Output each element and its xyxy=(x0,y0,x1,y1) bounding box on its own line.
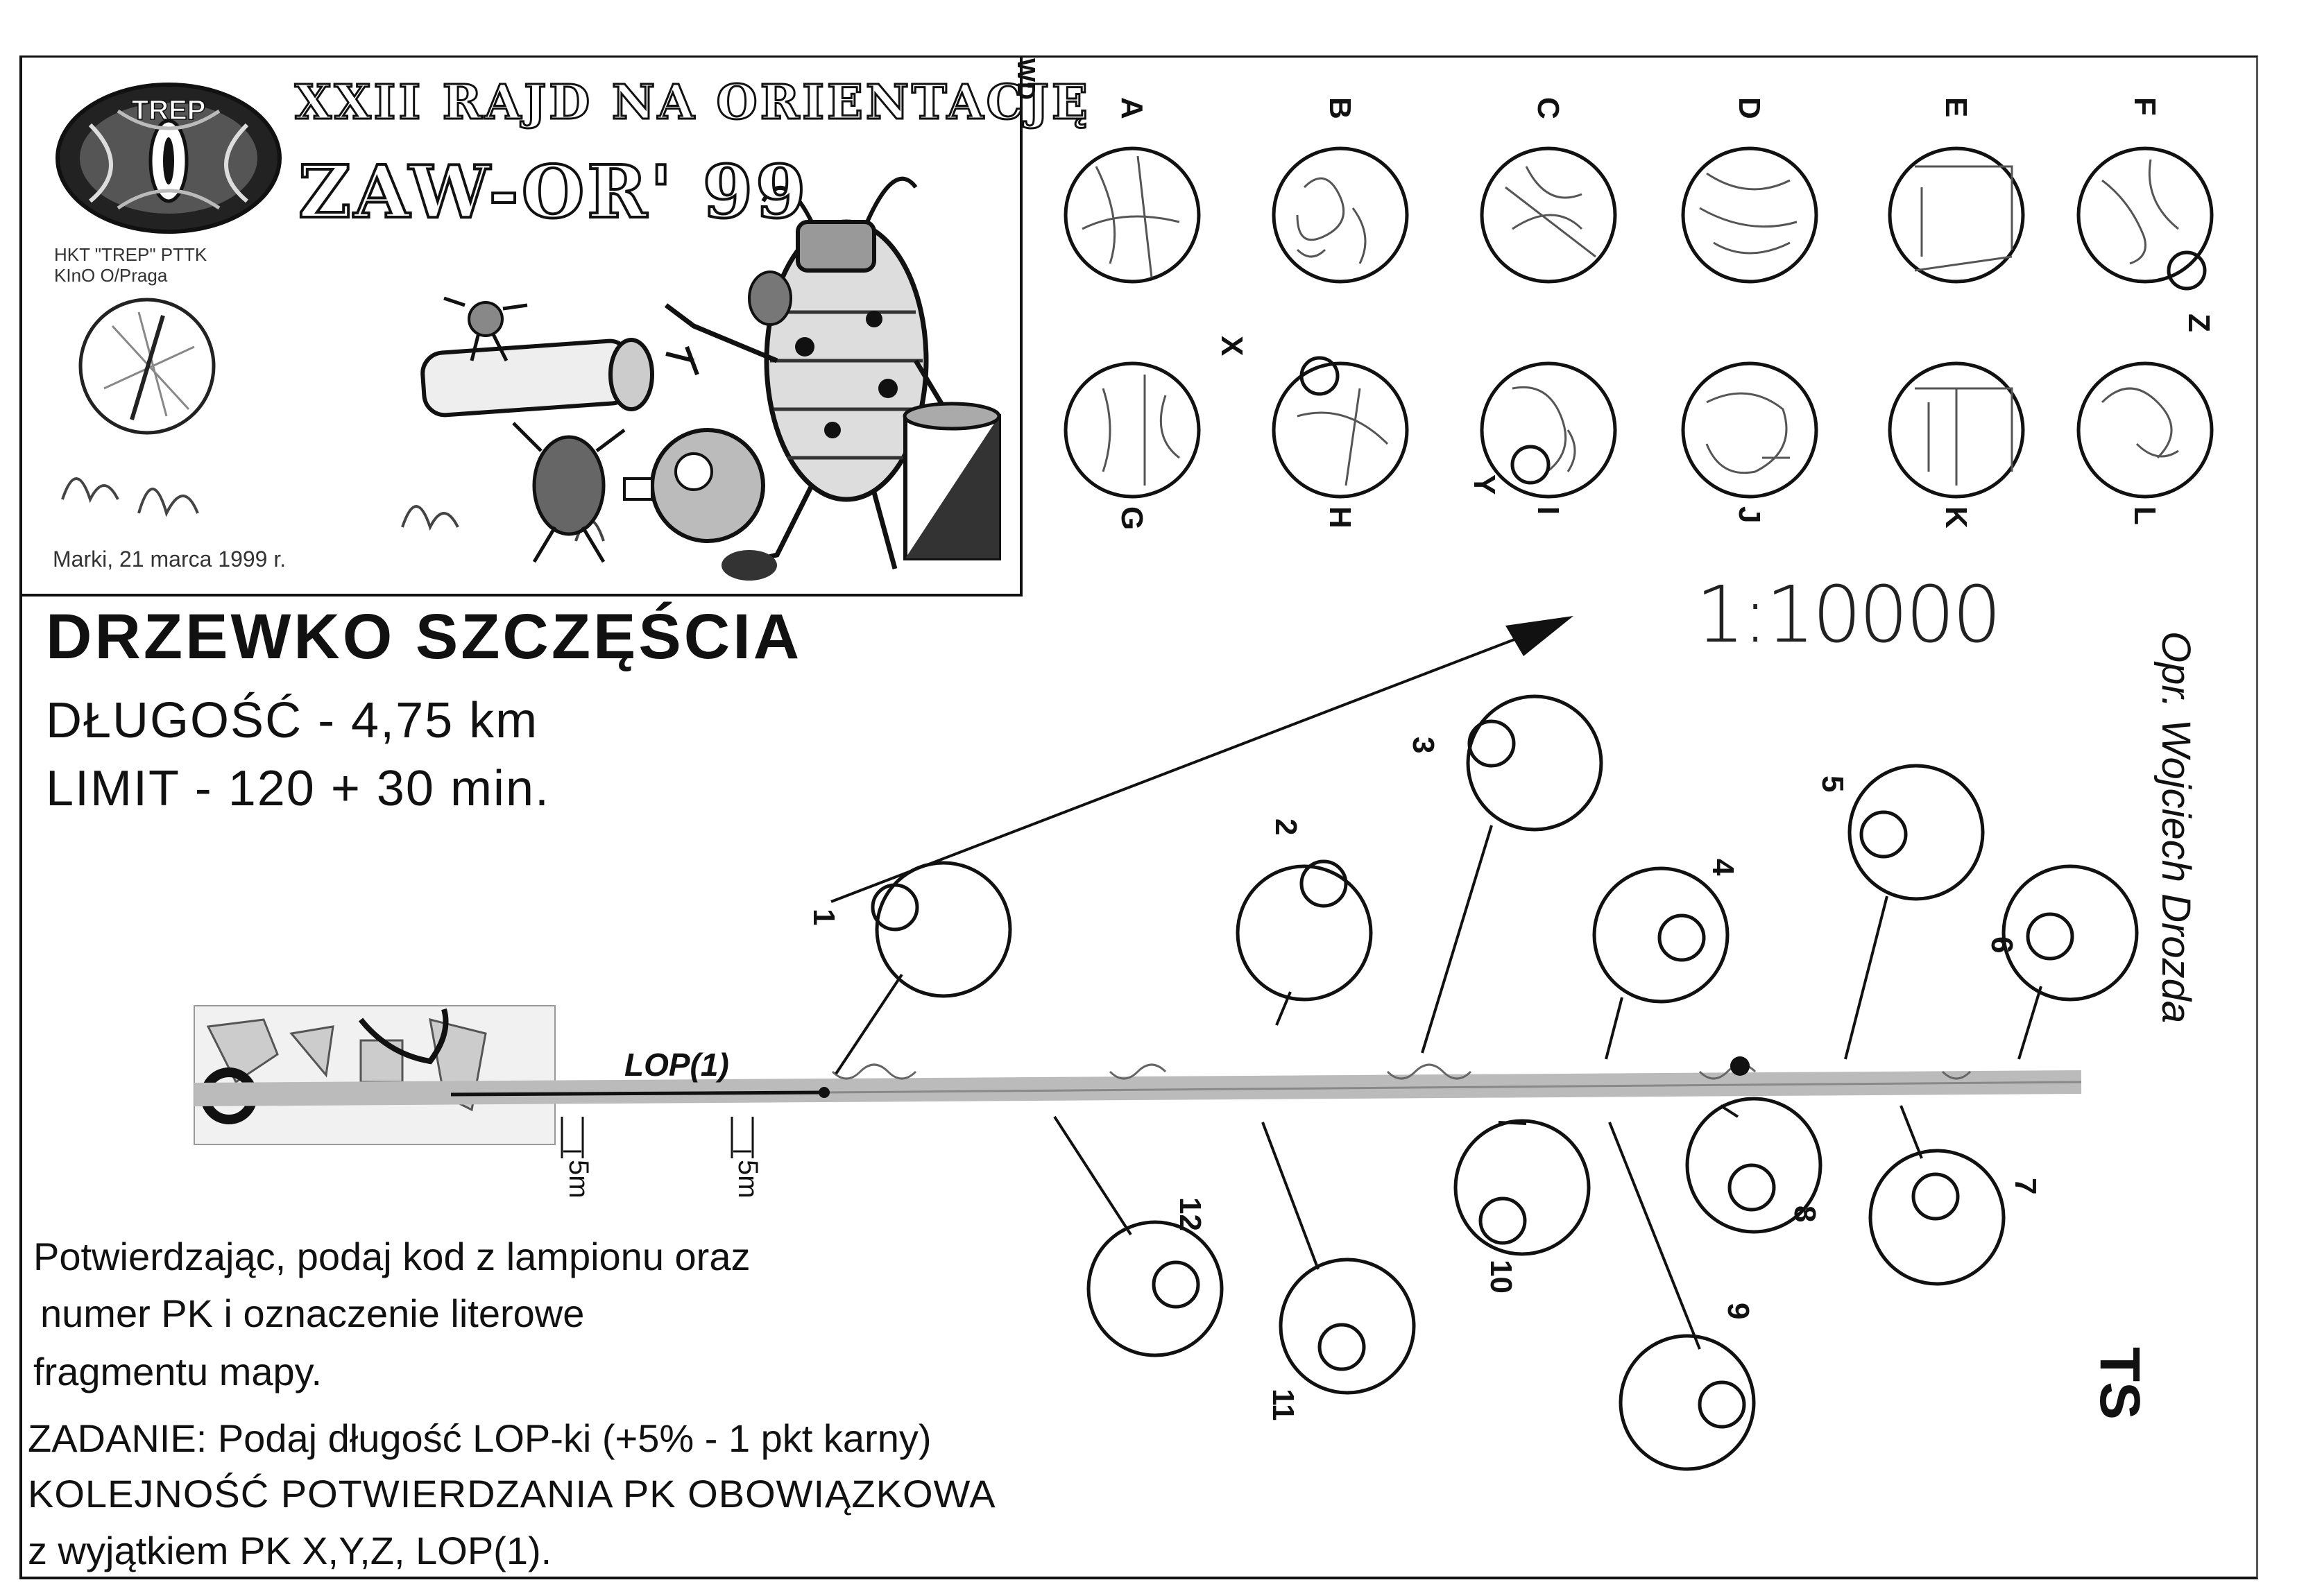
top-right-mark: WD xyxy=(1012,58,1041,100)
map-scale: 1:10000 xyxy=(1696,570,2001,660)
author-credit: Opr. Wojciech Drozda xyxy=(2153,631,2199,1024)
distance-mark-2: 5m xyxy=(733,1160,763,1199)
checkpoint-label-7: 7 xyxy=(2008,1178,2042,1195)
checkpoint-label-2: 2 xyxy=(1269,818,1303,836)
grass-decoration-icon xyxy=(61,477,605,542)
trep-badge-text: TREP xyxy=(132,95,206,126)
map-fragment-circles xyxy=(1064,146,2214,499)
fragment-label-j: J xyxy=(1732,506,1766,524)
checkpoint-label-6: 6 xyxy=(1985,936,2019,954)
order-line-2: z wyjątkiem PK X,Y,Z, LOP(1). xyxy=(28,1529,552,1572)
route-limit: LIMIT - 120 + 30 min. xyxy=(46,761,550,816)
checkpoint-label-1: 1 xyxy=(807,909,841,926)
checkpoint-label-12: 12 xyxy=(1173,1197,1207,1231)
fragment-label-d: D xyxy=(1732,97,1766,119)
fragment-label-c: C xyxy=(1531,97,1565,119)
checkpoint-label-9: 9 xyxy=(1721,1303,1755,1320)
north-arrow xyxy=(830,616,1573,903)
lop-label: LOP(1) xyxy=(624,1047,729,1083)
route-name: DRZEWKO SZCZĘŚCIA xyxy=(46,601,803,672)
event-title: XXII RAJD NA ORIENTACJĘ xyxy=(294,74,1091,132)
control-flag-icon xyxy=(903,402,1001,560)
checkpoint-circles xyxy=(871,694,2139,1471)
checkpoint-label-4: 4 xyxy=(1706,859,1740,876)
checkpoint-label-5: 5 xyxy=(1816,775,1850,793)
route-strip xyxy=(194,1005,2082,1158)
fragment-label-e: E xyxy=(1939,97,1973,118)
task-line: ZADANIE: Podaj długość LOP-ki (+5% - 1 p… xyxy=(28,1416,932,1460)
instruction-line-1: Potwierdzając, podaj kod z lampionu oraz xyxy=(33,1235,751,1278)
fragment-label-l: L xyxy=(2128,506,2162,525)
checkpoint-label-3: 3 xyxy=(1406,737,1440,754)
order-line-1: KOLEJNOŚĆ POTWIERDZANIA PK OBOWIĄZKOWA xyxy=(28,1472,996,1516)
checkpoint-label-11: 11 xyxy=(1266,1389,1300,1421)
trep-logo-icon xyxy=(56,83,282,234)
fragment-label-g: G xyxy=(1115,506,1149,531)
fragment-label-b: B xyxy=(1323,97,1357,119)
checkpoint-connectors xyxy=(835,825,2042,1350)
club-line-1: HKT "TREP" PTTK xyxy=(54,244,207,265)
distance-mark-1: 5m xyxy=(563,1160,594,1199)
compass-icon xyxy=(78,298,216,435)
instruction-line-2: numer PK i oznaczenie literowe xyxy=(40,1292,585,1335)
beetle-mascot-icon xyxy=(664,176,961,581)
event-logo-box xyxy=(21,57,1023,597)
club-line-2: KInO O/Praga xyxy=(54,265,168,286)
checkpoint-label-8: 8 xyxy=(1788,1205,1822,1223)
instruction-line-3: fragmentu mapy. xyxy=(33,1350,323,1393)
fragment-label-i: I xyxy=(1531,506,1565,515)
extra-point-y: Y xyxy=(1467,474,1501,495)
fragment-label-f: F xyxy=(2128,97,2162,116)
route-code: TS xyxy=(2088,1347,2151,1420)
extra-point-z: Z xyxy=(2182,314,2216,332)
checkpoint-label-10: 10 xyxy=(1484,1260,1518,1294)
fragment-label-a: A xyxy=(1115,97,1149,119)
fragment-label-h: H xyxy=(1323,506,1357,529)
telescope-icon xyxy=(420,296,654,418)
fragment-label-k: K xyxy=(1939,506,1973,529)
ant-mascot-icon xyxy=(512,345,765,563)
venue-date: Marki, 21 marca 1999 r. xyxy=(53,547,287,572)
event-subtitle: ZAW-OR' 99 xyxy=(297,148,809,236)
card-frame xyxy=(19,55,2258,1579)
extra-point-x: X xyxy=(1215,336,1249,357)
route-length: DŁUGOŚĆ - 4,75 km xyxy=(46,693,539,748)
